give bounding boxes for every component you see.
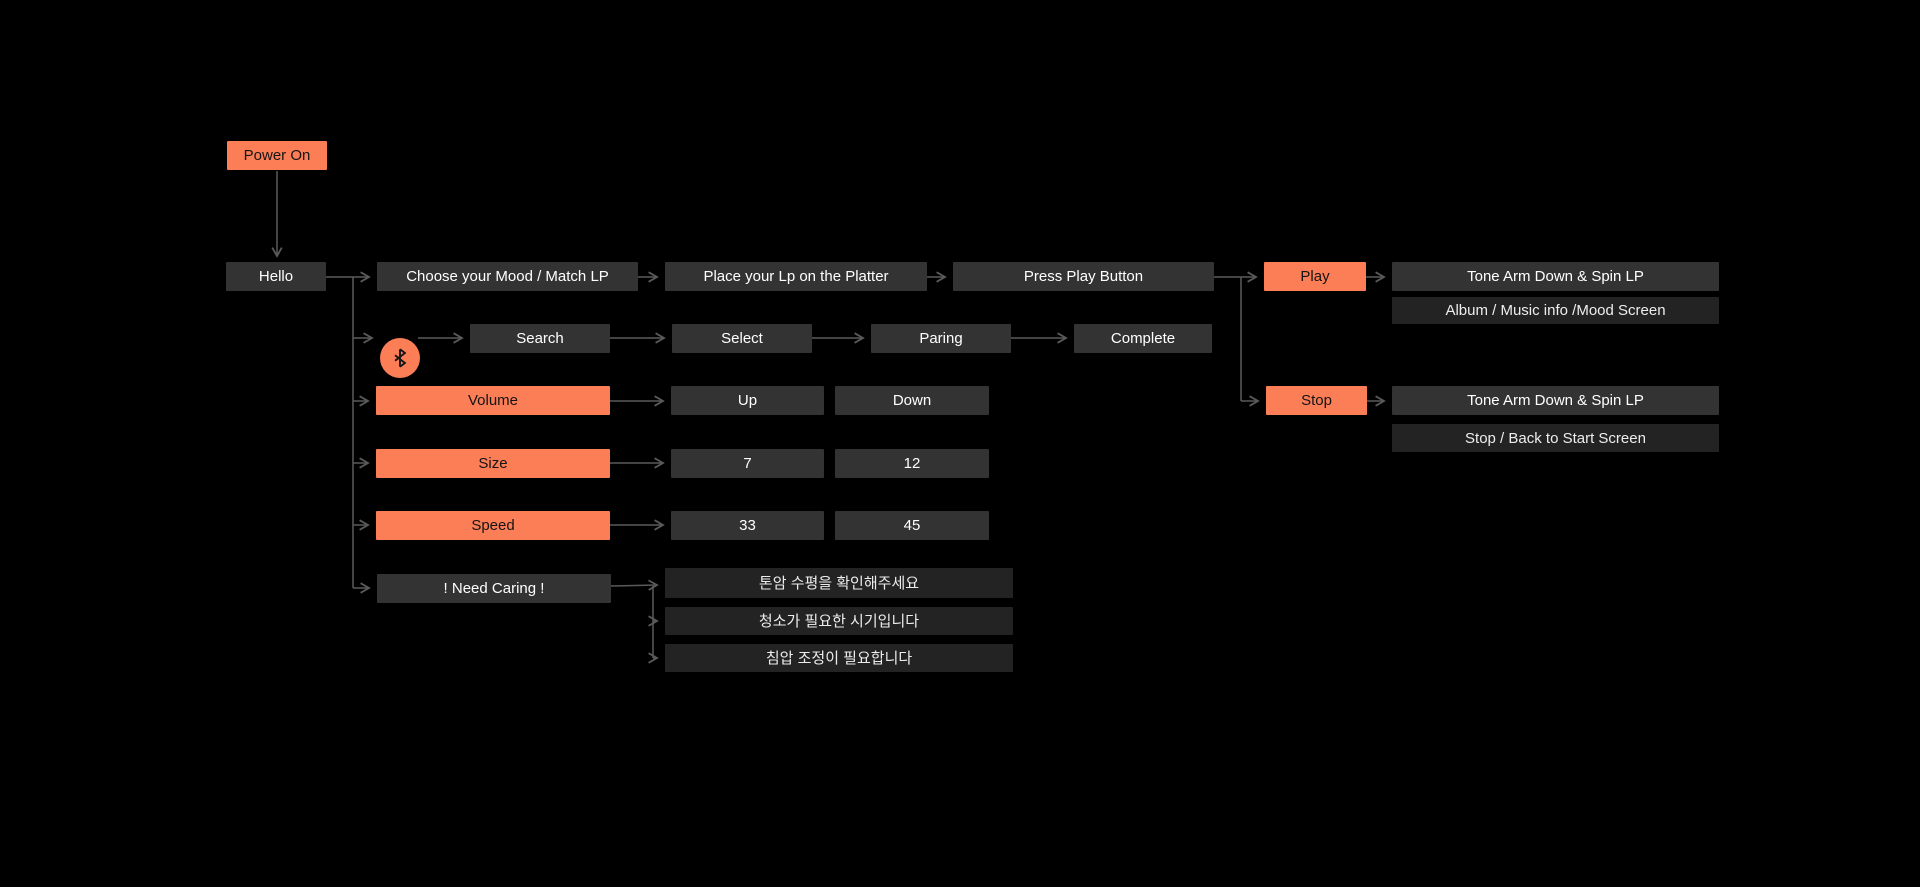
tone-arm-down-play-node[interactable]: Tone Arm Down & Spin LP: [1392, 262, 1719, 291]
play-node[interactable]: Play: [1264, 262, 1366, 291]
hello-node[interactable]: Hello: [226, 262, 326, 291]
need-caring-node[interactable]: ! Need Caring !: [377, 574, 611, 603]
place-lp-node[interactable]: Place your Lp on the Platter: [665, 262, 927, 291]
album-music-info-node[interactable]: Album / Music info /Mood Screen: [1392, 297, 1719, 324]
speed-33-node[interactable]: 33: [671, 511, 824, 540]
caring-cleaning-node[interactable]: 청소가 필요한 시기입니다: [665, 607, 1013, 635]
volume-up-node[interactable]: Up: [671, 386, 824, 415]
bt-paring-node[interactable]: Paring: [871, 324, 1011, 353]
volume-node[interactable]: Volume: [376, 386, 610, 415]
bt-complete-node[interactable]: Complete: [1074, 324, 1212, 353]
bt-search-node[interactable]: Search: [470, 324, 610, 353]
caring-stylus-pressure-node[interactable]: 침압 조정이 필요합니다: [665, 644, 1013, 672]
size-node[interactable]: Size: [376, 449, 610, 478]
power-on-node[interactable]: Power On: [227, 141, 327, 170]
stop-node[interactable]: Stop: [1266, 386, 1367, 415]
press-play-node[interactable]: Press Play Button: [953, 262, 1214, 291]
size-7-node[interactable]: 7: [671, 449, 824, 478]
caring-tonearm-level-node[interactable]: 톤암 수평을 확인해주세요: [665, 568, 1013, 598]
speed-45-node[interactable]: 45: [835, 511, 989, 540]
tone-arm-down-stop-node[interactable]: Tone Arm Down & Spin LP: [1392, 386, 1719, 415]
stop-back-screen-node[interactable]: Stop / Back to Start Screen: [1392, 424, 1719, 452]
speed-node[interactable]: Speed: [376, 511, 610, 540]
size-12-node[interactable]: 12: [835, 449, 989, 478]
bluetooth-node[interactable]: [380, 338, 420, 378]
bt-select-node[interactable]: Select: [672, 324, 812, 353]
volume-down-node[interactable]: Down: [835, 386, 989, 415]
choose-mood-node[interactable]: Choose your Mood / Match LP: [377, 262, 638, 291]
bluetooth-icon: [394, 348, 407, 368]
